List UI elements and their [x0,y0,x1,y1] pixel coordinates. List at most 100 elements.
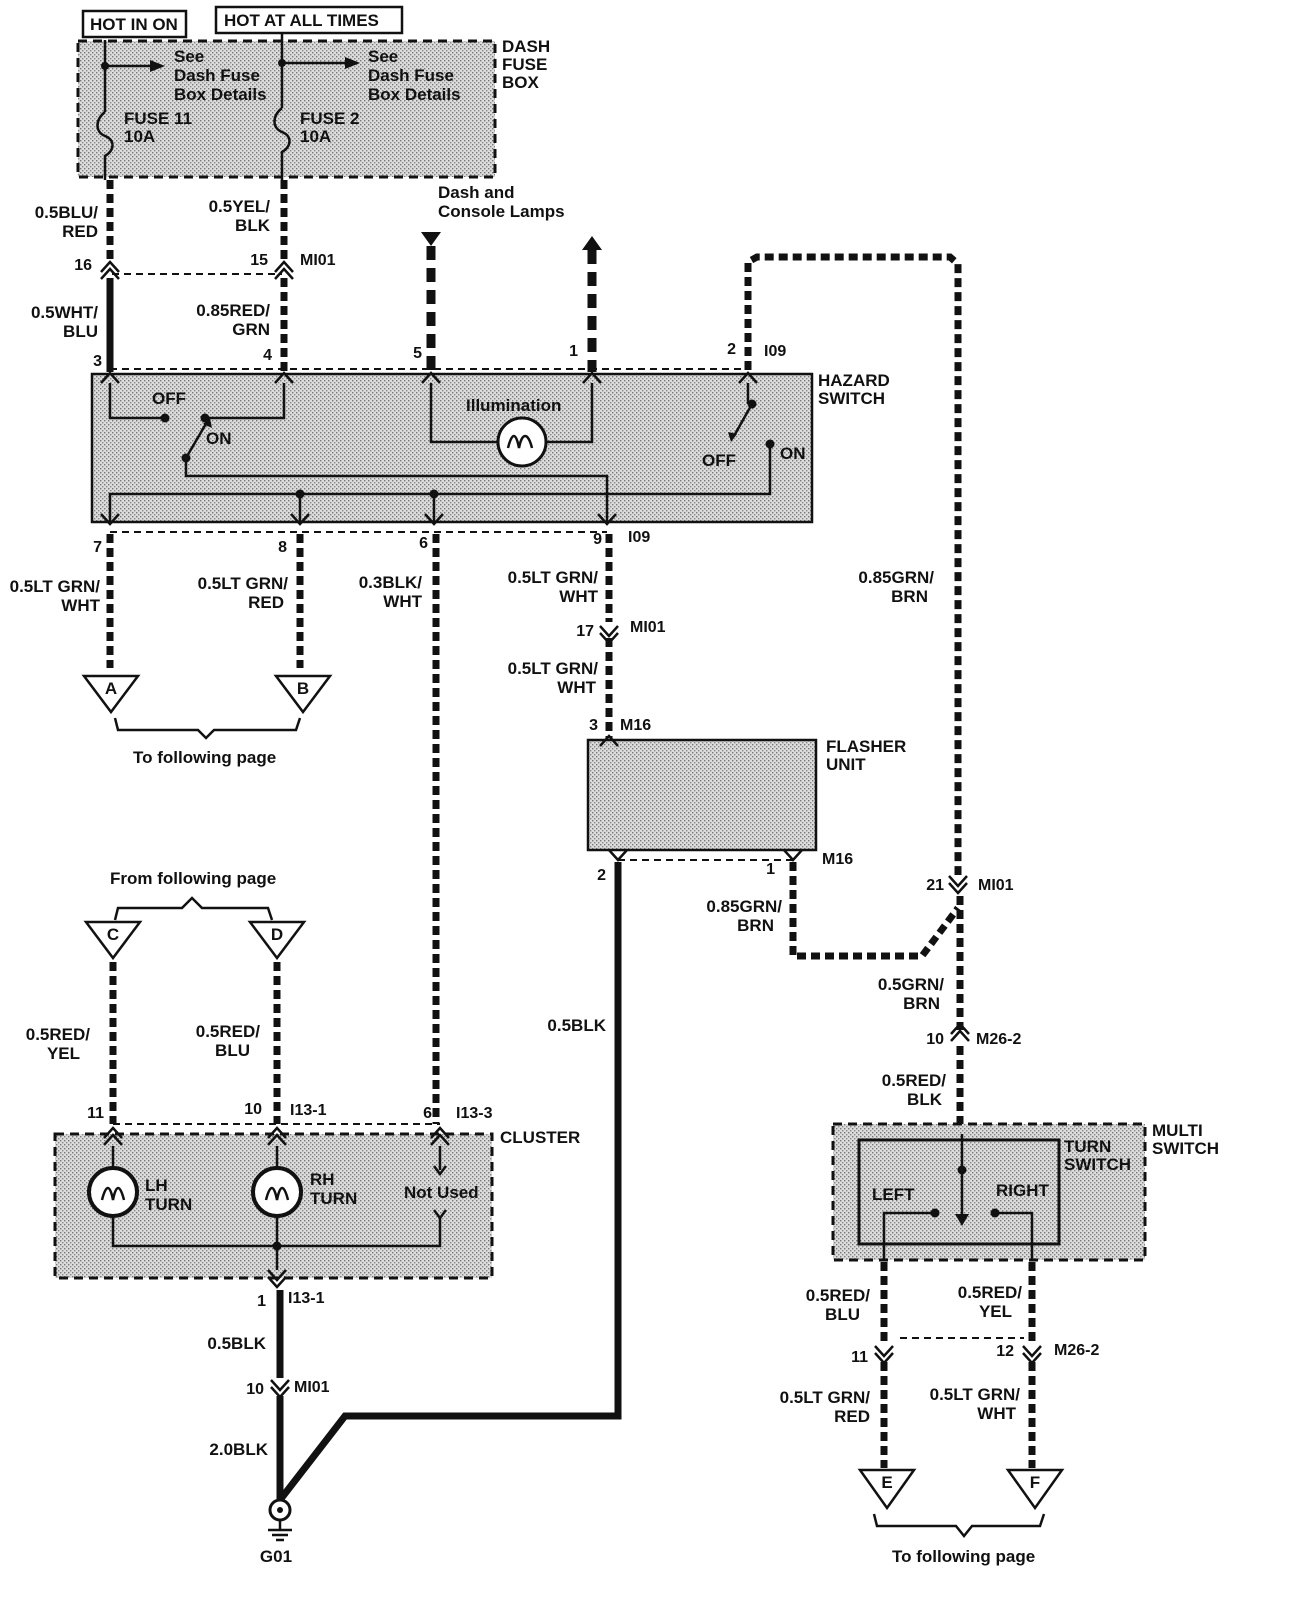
svg-text:0.5LT GRN/: 0.5LT GRN/ [198,574,289,593]
svg-text:To following page: To following page [892,1547,1035,1566]
fuse-2: See Dash Fuse Box Details FUSE 2 10A [273,34,461,180]
svg-text:OFF: OFF [702,451,736,470]
svg-text:From following page: From following page [110,869,276,888]
svg-text:0.85GRN/: 0.85GRN/ [858,568,934,587]
svg-text:TURN: TURN [1064,1137,1111,1156]
tag-f: F [1005,1468,1065,1511]
svg-text:0.5BLK: 0.5BLK [207,1334,266,1353]
wire-ground-blk: 0.5BLK 2.0BLK 10 MI01 [207,1290,330,1500]
svg-text:0.3BLK/: 0.3BLK/ [359,573,423,592]
svg-text:3: 3 [589,717,598,734]
svg-text:10: 10 [246,1381,264,1398]
svg-text:BLU: BLU [215,1041,250,1060]
svg-text:HAZARD: HAZARD [818,371,890,390]
svg-text:RED: RED [248,593,284,612]
svg-text:3: 3 [93,353,102,370]
svg-text:GRN: GRN [232,320,270,339]
svg-text:BLU: BLU [825,1305,860,1324]
svg-text:2.0BLK: 2.0BLK [209,1440,268,1459]
svg-text:WHT: WHT [383,592,422,611]
svg-text:0.5BLU/: 0.5BLU/ [35,203,99,222]
wire-ltgrn-wht-a: 0.5LT GRN/ WHT [10,534,114,668]
svg-text:Box Details: Box Details [174,85,267,104]
svg-text:2: 2 [727,341,736,358]
svg-text:FLASHER: FLASHER [826,737,906,756]
svg-text:Dash Fuse: Dash Fuse [368,66,454,85]
svg-text:FUSE 2: FUSE 2 [300,109,360,128]
svg-text:CLUSTER: CLUSTER [500,1128,580,1147]
svg-text:MI01: MI01 [300,252,336,269]
svg-text:0.5LT GRN/: 0.5LT GRN/ [508,659,599,678]
cluster: CLUSTER 11 10 I13-1 6 I13-3 LH TURN RH T… [53,1101,580,1310]
connector-m26-2-bottom: 11 12 M26-2 [851,1337,1099,1366]
svg-text:YEL: YEL [979,1302,1012,1321]
svg-text:I09: I09 [764,343,786,360]
svg-text:See: See [368,47,398,66]
svg-text:G01: G01 [260,1547,292,1566]
svg-text:0.5RED/: 0.5RED/ [806,1286,871,1305]
svg-text:RH: RH [310,1170,335,1189]
svg-text:11: 11 [87,1105,104,1122]
svg-text:0.5LT GRN/: 0.5LT GRN/ [10,577,101,596]
svg-text:WHT: WHT [61,596,100,615]
svg-text:HOT AT ALL TIMES: HOT AT ALL TIMES [224,11,379,30]
svg-text:DASH: DASH [502,37,550,56]
svg-text:I09: I09 [628,529,650,546]
svg-text:Not Used: Not Used [404,1183,479,1202]
svg-text:WHT: WHT [559,587,598,606]
note-to-following-bottom: To following page [872,1513,1046,1566]
svg-text:21: 21 [926,877,944,894]
connector-mi01-21: 21 MI01 [926,875,1014,895]
svg-text:Dash Fuse: Dash Fuse [174,66,260,85]
svg-text:Console Lamps: Console Lamps [438,202,565,221]
svg-text:16: 16 [74,257,92,274]
svg-text:SWITCH: SWITCH [818,389,885,408]
svg-text:11: 11 [851,1349,868,1366]
bulb-icon [496,416,548,468]
svg-text:LH: LH [145,1176,168,1195]
tag-c: C [83,920,143,961]
svg-text:0.5RED/: 0.5RED/ [26,1025,91,1044]
fuse-11: See Dash Fuse Box Details FUSE 11 10A [96,40,267,180]
svg-text:BLU: BLU [63,322,98,341]
svg-text:SWITCH: SWITCH [1152,1139,1219,1158]
wire-grn-brn-loop: 0.85GRN/ BRN [744,253,962,875]
svg-text:RED: RED [62,222,98,241]
svg-text:RIGHT: RIGHT [996,1181,1050,1200]
arrow-up-icon [582,236,602,250]
svg-text:0.5RED/: 0.5RED/ [196,1022,261,1041]
rh-turn-indicator-icon [251,1166,303,1218]
svg-text:FUSE 11: FUSE 11 [124,109,192,128]
svg-text:10: 10 [244,1101,262,1118]
svg-text:See: See [174,47,204,66]
wire-yel-blk: 0.5YEL/ BLK 0.85RED/ GRN [196,180,288,372]
svg-text:LEFT: LEFT [872,1185,915,1204]
svg-text:M26-2: M26-2 [1054,1342,1099,1359]
svg-text:BLK: BLK [235,216,271,235]
arrow-down-icon [421,232,441,246]
svg-text:12: 12 [996,1343,1014,1360]
lh-turn-indicator-icon [87,1166,139,1218]
wire-flasher-grn-brn: 0.85GRN/ BRN [706,862,961,960]
svg-text:17: 17 [576,623,594,640]
svg-text:MULTI: MULTI [1152,1121,1203,1140]
svg-text:10: 10 [926,1031,944,1048]
svg-text:1: 1 [257,1293,266,1310]
svg-text:UNIT: UNIT [826,755,866,774]
svg-text:1: 1 [569,343,578,360]
tag-b: B [273,674,333,715]
wire-ltgrn-wht-9: 0.5LT GRN/ WHT 0.5LT GRN/ WHT [508,534,613,738]
svg-text:MI01: MI01 [294,1379,330,1396]
dash-fuse-box: DASH FUSE BOX [76,37,550,179]
svg-text:5: 5 [413,345,422,362]
svg-text:WHT: WHT [557,678,596,697]
svg-text:BOX: BOX [502,73,540,92]
svg-text:0.5RED/: 0.5RED/ [958,1283,1023,1302]
svg-text:D: D [271,925,283,944]
svg-text:BLK: BLK [907,1090,943,1109]
wire-ltgrn-red-b: 0.5LT GRN/ RED [198,534,304,668]
svg-text:OFF: OFF [152,389,186,408]
hot-in-on-box: HOT IN ON [81,9,188,39]
hot-at-all-times-box: HOT AT ALL TIMES [214,5,404,35]
